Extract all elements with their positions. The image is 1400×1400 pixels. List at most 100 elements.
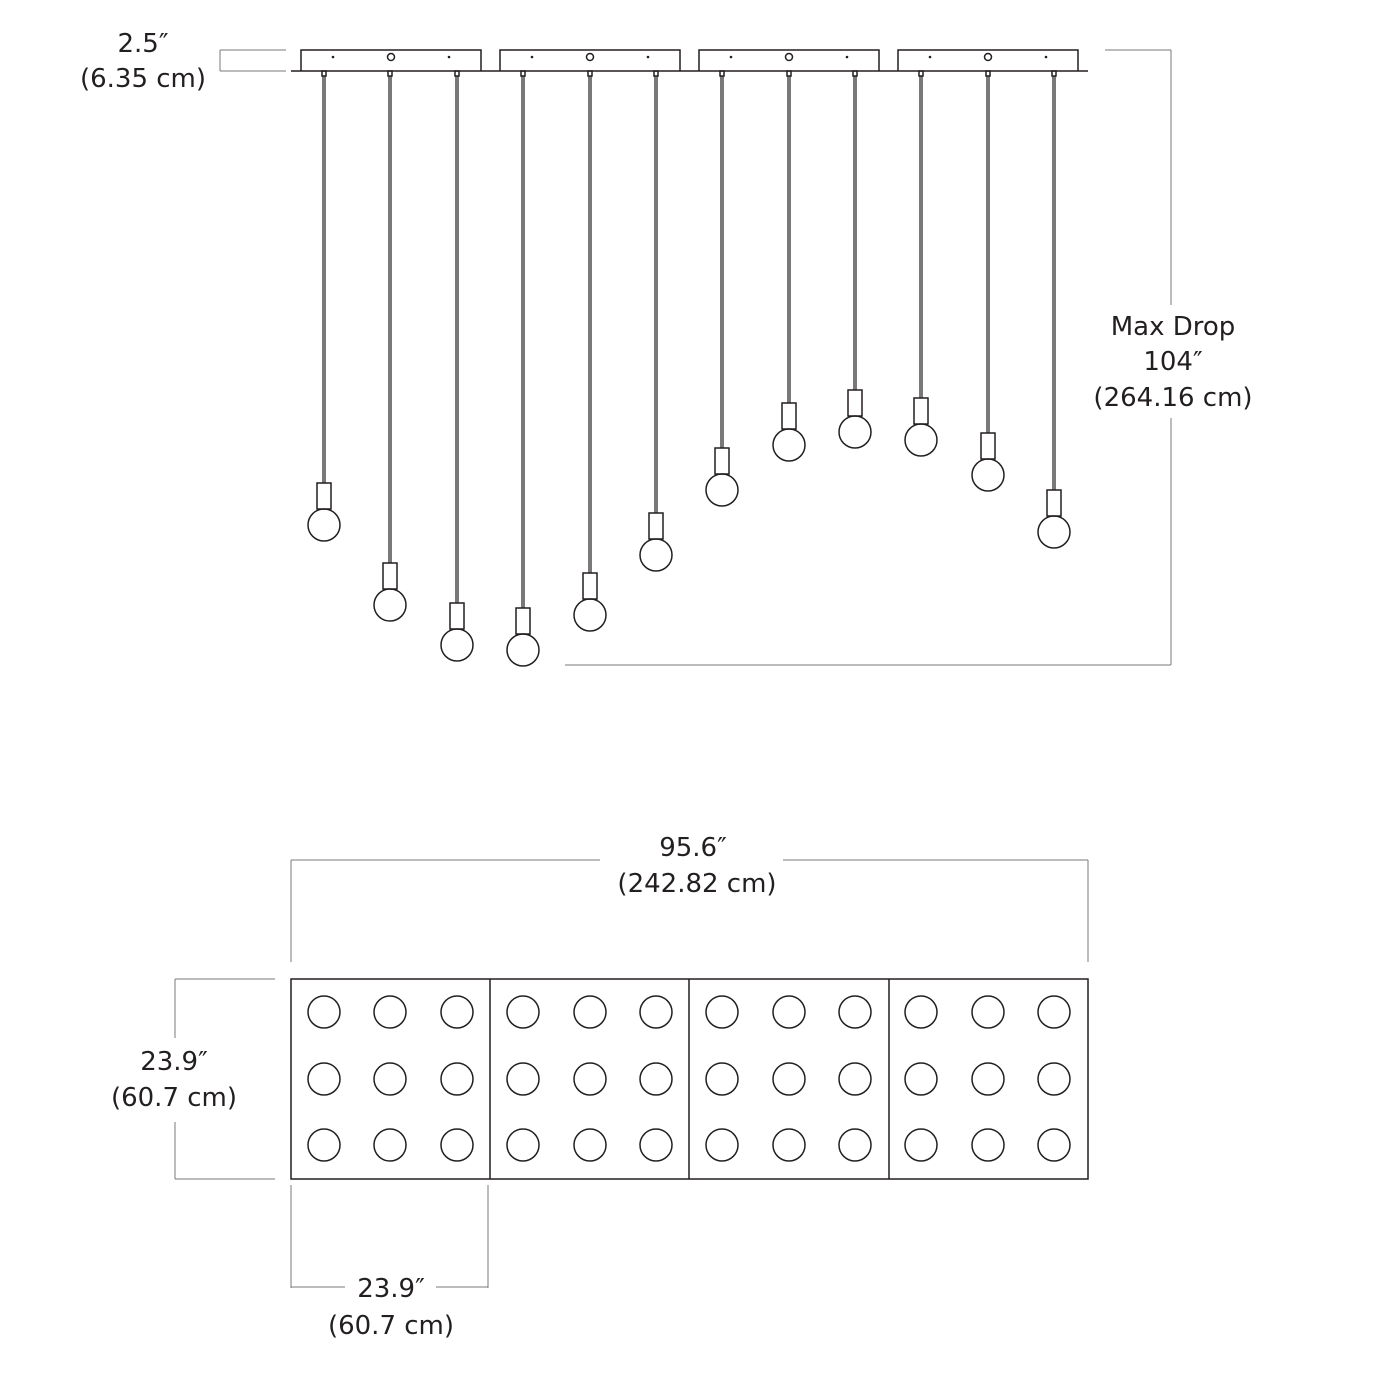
module-width-dimension: 23.9″ (60.7 cm): [290, 1185, 489, 1341]
socket: [714, 447, 730, 475]
socket: [781, 402, 797, 430]
plan-bulb: [373, 995, 407, 1029]
canopy-center-hole: [386, 52, 396, 62]
cord-grip: [786, 70, 792, 77]
socket: [316, 482, 332, 510]
pendant: [705, 70, 739, 507]
depth-dimension: 23.9″ (60.7 cm): [111, 978, 275, 1180]
plan-bulb: [705, 1128, 739, 1162]
socket: [382, 562, 398, 590]
cord-grip: [454, 70, 460, 77]
pendant: [373, 70, 407, 622]
canopy-screw: [530, 55, 534, 59]
pendant: [573, 70, 607, 632]
cord-grip: [587, 70, 593, 77]
socket: [648, 512, 664, 540]
plan-bulb: [1037, 1128, 1071, 1162]
canopy-center-hole: [983, 52, 993, 62]
canopy-screw: [331, 55, 335, 59]
canopy-screw: [729, 55, 733, 59]
pendant: [307, 70, 341, 542]
plan-bulb: [307, 995, 341, 1029]
canopy-center-hole: [585, 52, 595, 62]
canopy: [698, 49, 880, 71]
plan-bulb: [573, 1128, 607, 1162]
socket: [980, 432, 996, 460]
canopy: [897, 49, 1079, 71]
bulb: [639, 538, 673, 572]
bulb: [506, 633, 540, 667]
bulb: [838, 415, 872, 449]
cord-grip: [387, 70, 393, 77]
canopy-screw: [447, 55, 451, 59]
plan-bulb: [373, 1128, 407, 1162]
socket: [515, 607, 531, 635]
canopy-body: [897, 49, 1079, 71]
bulb: [904, 423, 938, 457]
socket: [1046, 489, 1062, 517]
plan-bulb: [639, 995, 673, 1029]
max-drop-imperial: 104″: [1143, 347, 1203, 377]
plan-bulb: [772, 995, 806, 1029]
max-drop-title: Max Drop: [1111, 312, 1236, 342]
plan-bulb: [971, 995, 1005, 1029]
socket: [449, 602, 465, 630]
overall-width-imperial: 95.6″: [659, 833, 727, 863]
plan-bulb: [904, 1062, 938, 1096]
plan-bulb: [1037, 995, 1071, 1029]
plan-bulb: [772, 1128, 806, 1162]
plan-bulb: [772, 1062, 806, 1096]
canopy: [300, 49, 482, 71]
module-width-metric: (60.7 cm): [328, 1311, 454, 1341]
cord-grip: [1051, 70, 1057, 77]
overall-width-dimension: 95.6″ (242.82 cm): [290, 833, 1089, 962]
plan-bulb: [307, 1062, 341, 1096]
canopy: [499, 49, 681, 71]
socket: [582, 572, 598, 600]
bulb: [705, 473, 739, 507]
plan-bulb: [307, 1128, 341, 1162]
canopy-body: [499, 49, 681, 71]
pendant: [904, 70, 938, 457]
plan-bulb: [506, 995, 540, 1029]
plan-bulb: [440, 995, 474, 1029]
plan-bulb: [838, 1062, 872, 1096]
pendant: [838, 70, 872, 449]
canopy-body: [300, 49, 482, 71]
plan-bulb: [838, 995, 872, 1029]
plan-bulb: [573, 995, 607, 1029]
depth-imperial: 23.9″: [140, 1047, 208, 1077]
plan-bulb: [573, 1062, 607, 1096]
cord-grip: [653, 70, 659, 77]
canopy-screw: [646, 55, 650, 59]
canopy-height-dimension: 2.5″ (6.35 cm): [80, 29, 286, 94]
plan-bulb: [1037, 1062, 1071, 1096]
canopy-screw: [845, 55, 849, 59]
plan-bulb: [971, 1062, 1005, 1096]
module-width-imperial: 23.9″: [357, 1274, 425, 1304]
overall-width-metric: (242.82 cm): [617, 869, 776, 899]
socket: [913, 397, 929, 425]
cord-grip: [985, 70, 991, 77]
plan-bulb: [639, 1128, 673, 1162]
cord-grip: [520, 70, 526, 77]
depth-metric: (60.7 cm): [111, 1083, 237, 1113]
plan-bulb: [705, 995, 739, 1029]
plan-bulb: [838, 1128, 872, 1162]
plan-bulb: [904, 995, 938, 1029]
cord-grip: [852, 70, 858, 77]
canopy-center-hole: [784, 52, 794, 62]
canopy-screw: [928, 55, 932, 59]
canopy-height-metric: (6.35 cm): [80, 64, 206, 94]
canopy-height-imperial: 2.5″: [117, 29, 168, 59]
bulb: [307, 508, 341, 542]
cord-grip: [918, 70, 924, 77]
plan-bulb: [440, 1062, 474, 1096]
plan-bulb: [440, 1128, 474, 1162]
plan-bulb: [506, 1128, 540, 1162]
cord-grip: [321, 70, 327, 77]
plan-view: [290, 978, 1089, 1180]
pendant: [1037, 70, 1071, 549]
plan-bulb: [971, 1128, 1005, 1162]
